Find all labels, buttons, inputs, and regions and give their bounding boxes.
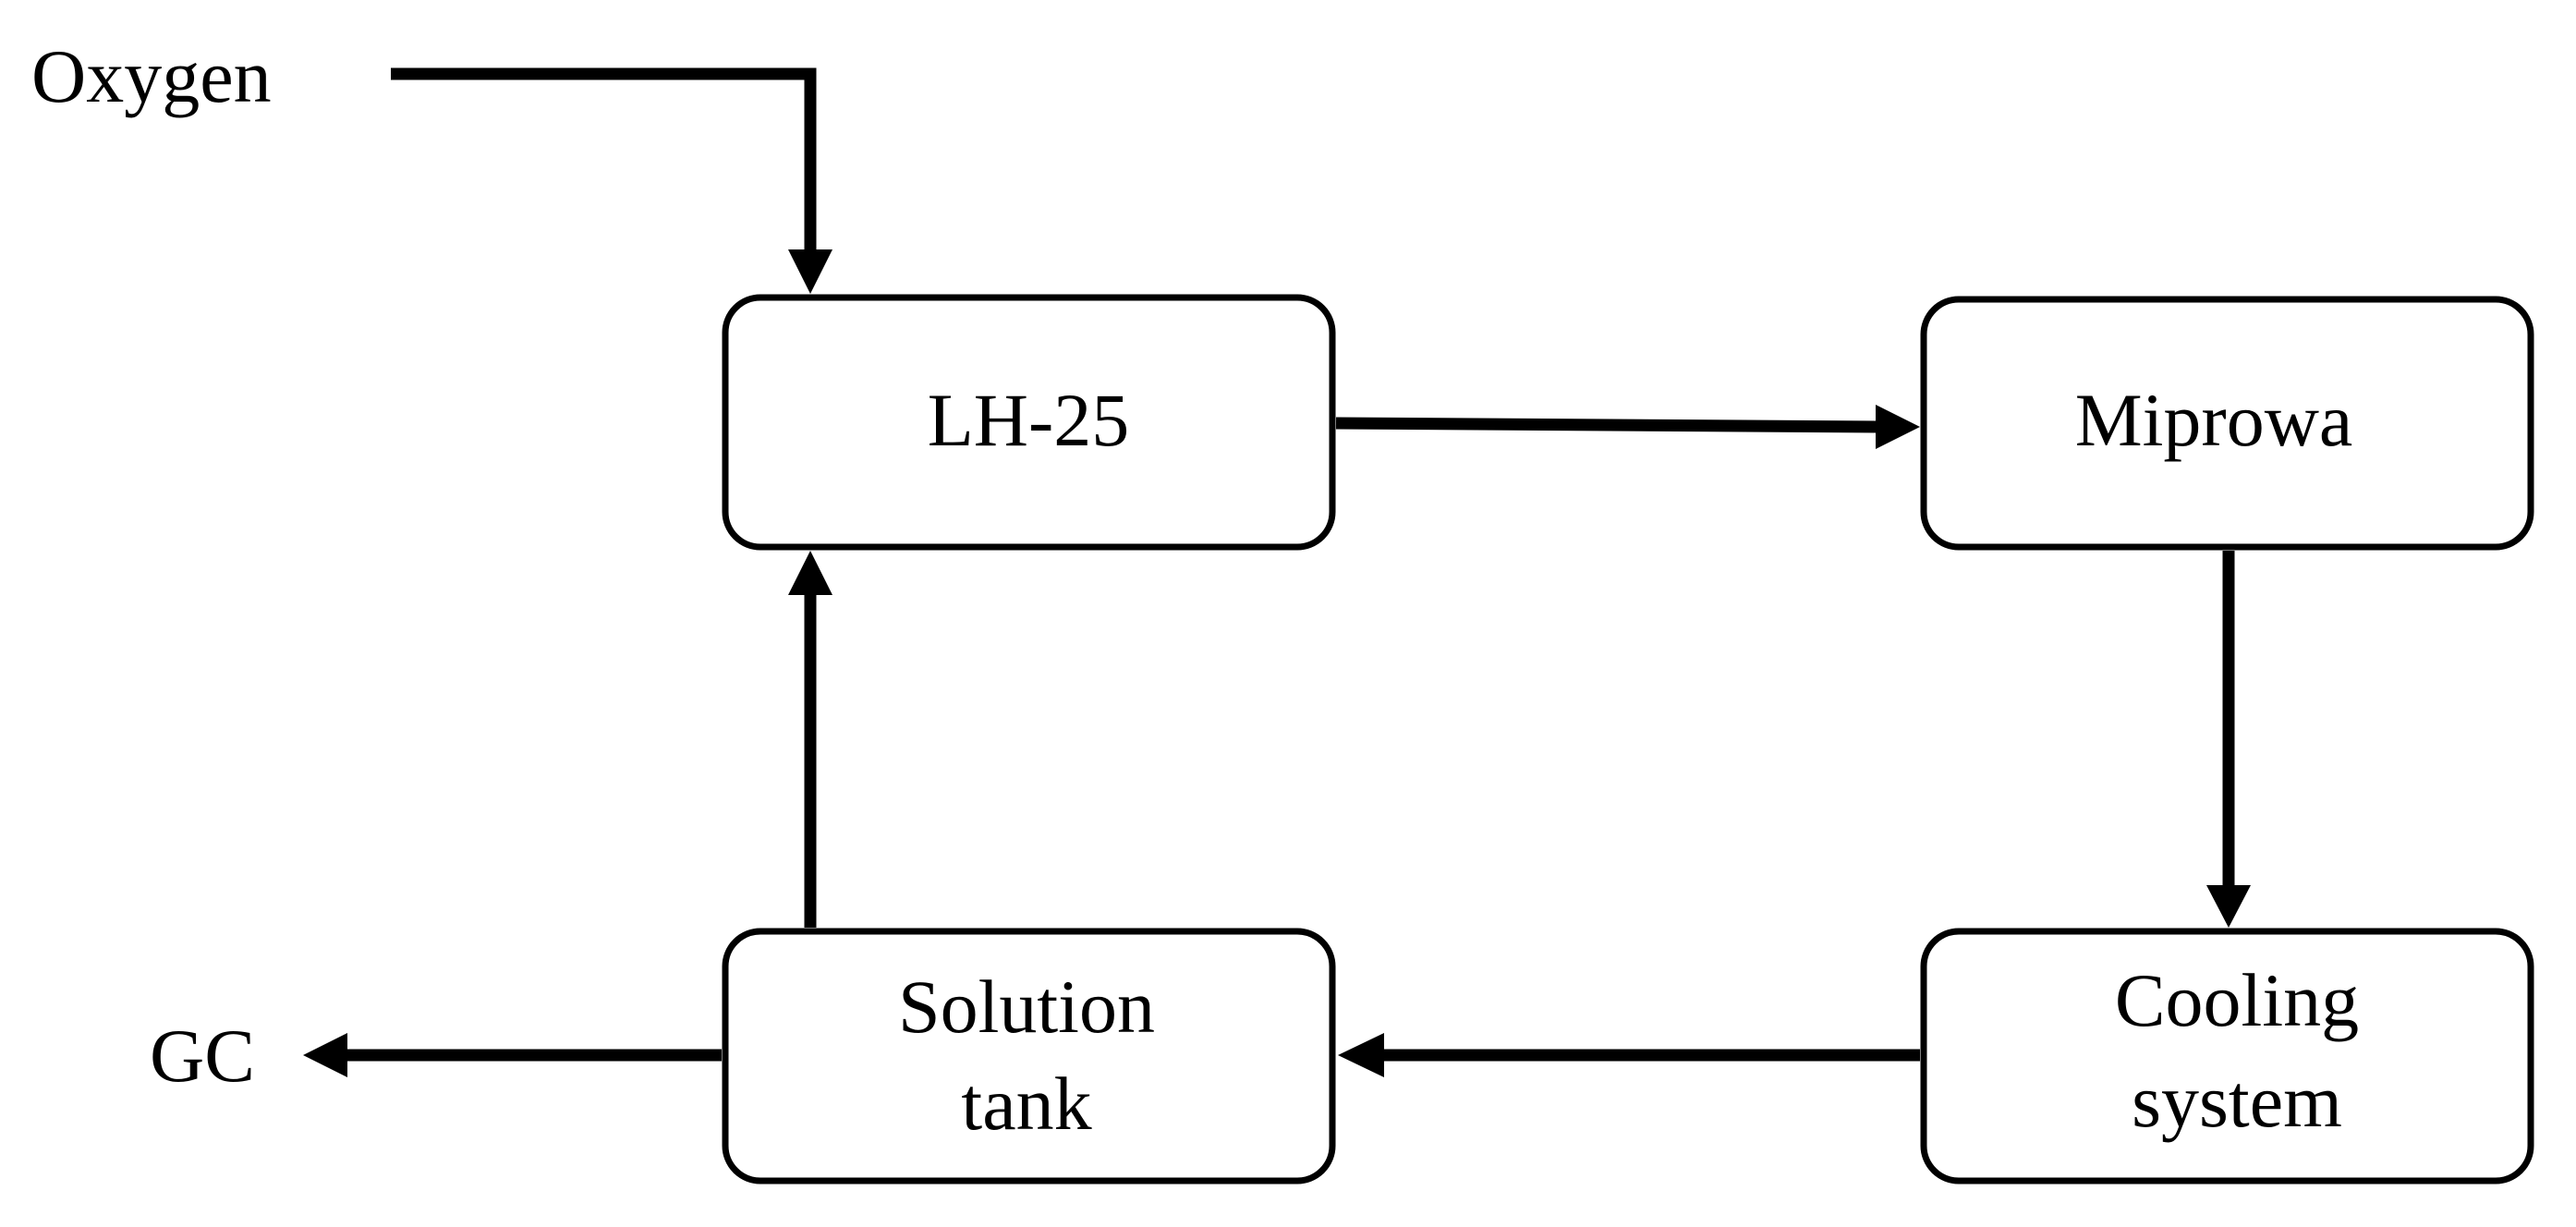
cooling-label-line1: Cooling	[2115, 958, 2359, 1042]
oxygen-feed-arrow	[391, 67, 817, 251]
tank-label-line2: tank	[961, 1062, 1091, 1146]
miprowa-box	[1920, 296, 2534, 551]
lh25-to-miprowa-arrow	[1335, 417, 1880, 433]
oxygen-feed-arrowhead	[788, 249, 832, 294]
cooling-to-tank-arrowhead	[1338, 1033, 1384, 1077]
tank-to-lh25-arrowhead	[788, 551, 832, 595]
node-miprowa: Miprowa	[1920, 296, 2534, 551]
oxygen-label: Oxygen	[31, 34, 272, 118]
tank-label-line1: Solution	[898, 965, 1155, 1049]
miprowa-to-cooling-arrowhead	[2206, 885, 2251, 928]
lh-25-label: LH-25	[928, 378, 1130, 462]
lh-25-box	[722, 294, 1336, 551]
node-cooling-system: Cooling system	[1920, 928, 2534, 1184]
node-lh-25: LH-25	[722, 294, 1336, 551]
cooling-system-box	[1920, 928, 2534, 1184]
solution-tank-box	[722, 928, 1336, 1184]
gc-label: GC	[150, 1014, 255, 1098]
miprowa-label: Miprowa	[2075, 378, 2353, 462]
tank-to-gc-arrowhead	[303, 1033, 347, 1077]
cooling-label-line2: system	[2132, 1059, 2342, 1143]
node-solution-tank: Solution tank	[722, 928, 1336, 1184]
lh25-to-miprowa-arrowhead	[1876, 405, 1920, 449]
